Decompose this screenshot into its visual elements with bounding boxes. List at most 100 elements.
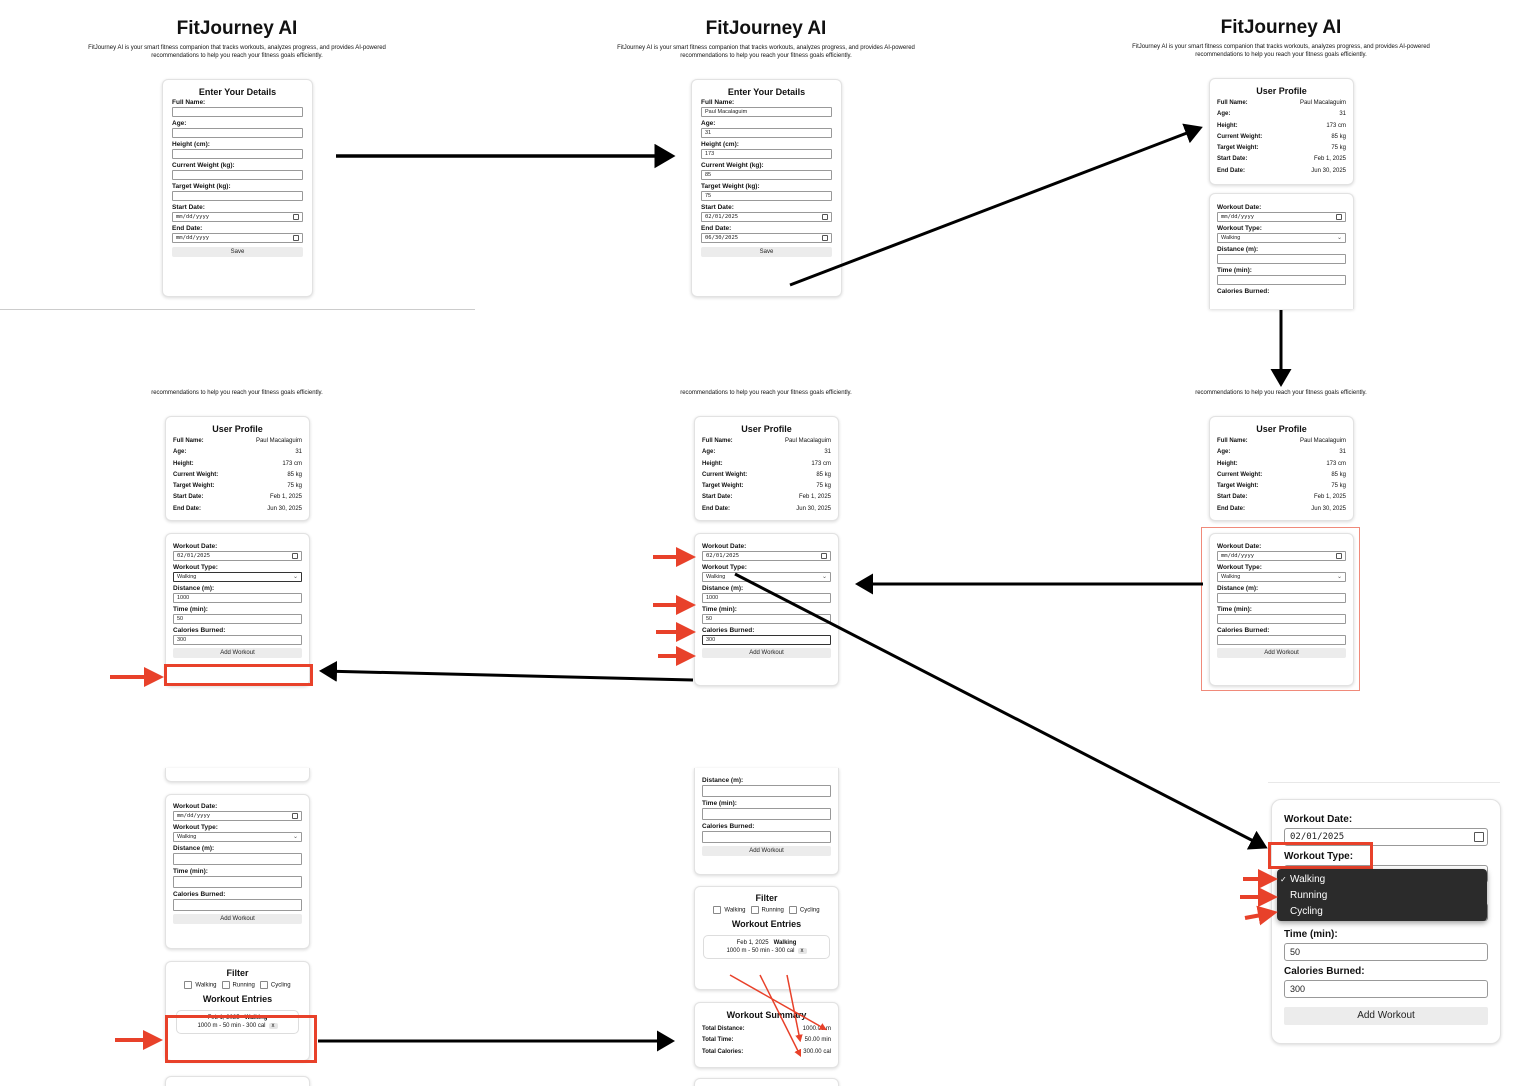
calendar-icon[interactable] [1336, 553, 1342, 559]
time-field[interactable]: 50 [702, 614, 831, 624]
checkbox[interactable] [259, 981, 268, 989]
details-form-card: Enter Your Details Full Name: Paul Macal… [691, 79, 842, 297]
add-workout-button[interactable]: Add Workout [702, 648, 831, 658]
current-weight-field[interactable]: 85 [701, 170, 832, 180]
workout-type-dropdown[interactable]: ✓Walking Running Cycling [1277, 869, 1487, 921]
target-weight-field[interactable]: 75 [701, 191, 832, 201]
profile-value: 173 cm [811, 460, 831, 467]
profile-row: Start Date:Feb 1, 2025 [702, 492, 831, 503]
filter-walking[interactable]: Walking [184, 981, 217, 989]
add-workout-button[interactable]: Add Workout [173, 648, 302, 658]
filter-running[interactable]: Running [750, 906, 784, 914]
filter-walking[interactable]: Walking [713, 906, 746, 914]
height-field[interactable]: 173 [701, 149, 832, 159]
age-label: Age: [701, 120, 716, 127]
distance-field[interactable] [1217, 254, 1346, 264]
distance-field[interactable]: 1000 [702, 593, 831, 603]
card-fragment [165, 768, 310, 782]
start-date-field[interactable]: 02/01/2025 [701, 212, 832, 222]
checkbox[interactable] [221, 981, 230, 989]
workout-date-field[interactable]: 02/01/2025 [1284, 828, 1488, 846]
workout-type-select[interactable]: Walking⌄ [1217, 233, 1346, 243]
calendar-icon[interactable] [1474, 832, 1484, 842]
distance-field[interactable]: 1000 [173, 593, 302, 603]
calories-field[interactable] [173, 899, 302, 911]
filter-title: Filter [755, 893, 778, 903]
option-running[interactable]: Running [1277, 888, 1487, 904]
height-field[interactable] [172, 149, 303, 159]
calories-field[interactable]: 300 [173, 635, 302, 645]
end-date-field[interactable]: 06/30/2025 [701, 233, 832, 243]
workout-type-select[interactable]: Walking⌄ [1217, 572, 1346, 582]
profile-label: Start Date: [173, 494, 204, 501]
full-name-label: Full Name: [172, 99, 206, 106]
distance-field[interactable] [1217, 593, 1346, 603]
time-field[interactable] [702, 808, 831, 820]
filter-cycling[interactable]: Cycling [259, 981, 291, 989]
workout-type-select[interactable]: Walking⌄ [173, 572, 302, 582]
workout-form-card: Distance (m): Time (min): Calories Burne… [694, 768, 839, 875]
workout-type-select[interactable]: Walking⌄ [702, 572, 831, 582]
remove-entry-button[interactable]: x [797, 948, 807, 954]
calories-field[interactable]: 300 [1284, 980, 1488, 998]
calendar-icon[interactable] [293, 235, 299, 241]
option-cycling[interactable]: Cycling [1277, 904, 1487, 920]
workout-type-select[interactable]: Walking⌄ [173, 832, 302, 842]
checkbox[interactable] [788, 906, 797, 914]
filter-cycling[interactable]: Cycling [788, 906, 820, 914]
option-walking[interactable]: ✓Walking [1277, 872, 1487, 888]
workout-date-field[interactable]: 02/01/2025 [173, 551, 302, 561]
calendar-icon[interactable] [292, 813, 298, 819]
full-name-field[interactable]: Paul Macalaguim [701, 107, 832, 117]
calendar-icon[interactable] [292, 553, 298, 559]
distance-field[interactable] [702, 785, 831, 797]
checkbox[interactable] [750, 906, 759, 914]
workout-date-field[interactable]: mm/dd/yyyy [1217, 212, 1346, 222]
age-field[interactable] [172, 128, 303, 138]
flow-arrow [789, 123, 1203, 287]
add-workout-button[interactable]: Add Workout [702, 846, 831, 856]
calendar-icon[interactable] [1336, 214, 1342, 220]
calories-field[interactable] [702, 831, 831, 843]
calories-field[interactable] [1217, 635, 1346, 645]
end-date-field[interactable]: mm/dd/yyyy [172, 233, 303, 243]
chevron-down-icon: ⌄ [1336, 574, 1342, 580]
add-workout-button[interactable]: Add Workout [173, 914, 302, 924]
workout-date-field[interactable]: mm/dd/yyyy [1217, 551, 1346, 561]
remove-entry-button[interactable]: x [268, 1023, 278, 1029]
workout-date-field[interactable]: 02/01/2025 [702, 551, 831, 561]
calendar-icon[interactable] [822, 235, 828, 241]
checkbox[interactable] [184, 981, 193, 989]
checkbox[interactable] [713, 906, 722, 914]
workout-date-field[interactable]: mm/dd/yyyy [173, 811, 302, 821]
profile-value: 75 kg [816, 483, 831, 490]
add-workout-button[interactable]: Add Workout [1284, 1007, 1488, 1025]
time-field[interactable] [1217, 275, 1346, 285]
profile-row: Target Weight:75 kg [702, 481, 831, 492]
start-date-field[interactable]: mm/dd/yyyy [172, 212, 303, 222]
full-name-field[interactable] [172, 107, 303, 117]
workout-date-placeholder: mm/dd/yyyy [177, 813, 211, 819]
entry-summary: 1000 m - 50 min - 300 cal [197, 1023, 266, 1029]
time-field[interactable]: 50 [173, 614, 302, 624]
save-button[interactable]: Save [701, 247, 832, 257]
time-field[interactable] [173, 876, 302, 888]
age-field[interactable]: 31 [701, 128, 832, 138]
add-workout-button[interactable]: Add Workout [1217, 648, 1346, 658]
calendar-icon[interactable] [821, 553, 827, 559]
save-button[interactable]: Save [172, 247, 303, 257]
time-field[interactable] [1217, 614, 1346, 624]
filter-running[interactable]: Running [221, 981, 255, 989]
time-field[interactable]: 50 [1284, 943, 1488, 961]
current-weight-field[interactable] [172, 170, 303, 180]
target-weight-field[interactable] [172, 191, 303, 201]
workout-type-value: Walking [177, 574, 197, 580]
workout-date-label: Workout Date: [1284, 814, 1353, 825]
time-label: Time (min): [1217, 606, 1252, 613]
distance-field[interactable] [173, 853, 302, 865]
calories-field[interactable]: 300 [702, 635, 831, 645]
profile-value: 85 kg [1331, 133, 1346, 140]
entry-summary: 1000 m - 50 min - 300 cal [726, 948, 795, 954]
calendar-icon[interactable] [822, 214, 828, 220]
calendar-icon[interactable] [293, 214, 299, 220]
